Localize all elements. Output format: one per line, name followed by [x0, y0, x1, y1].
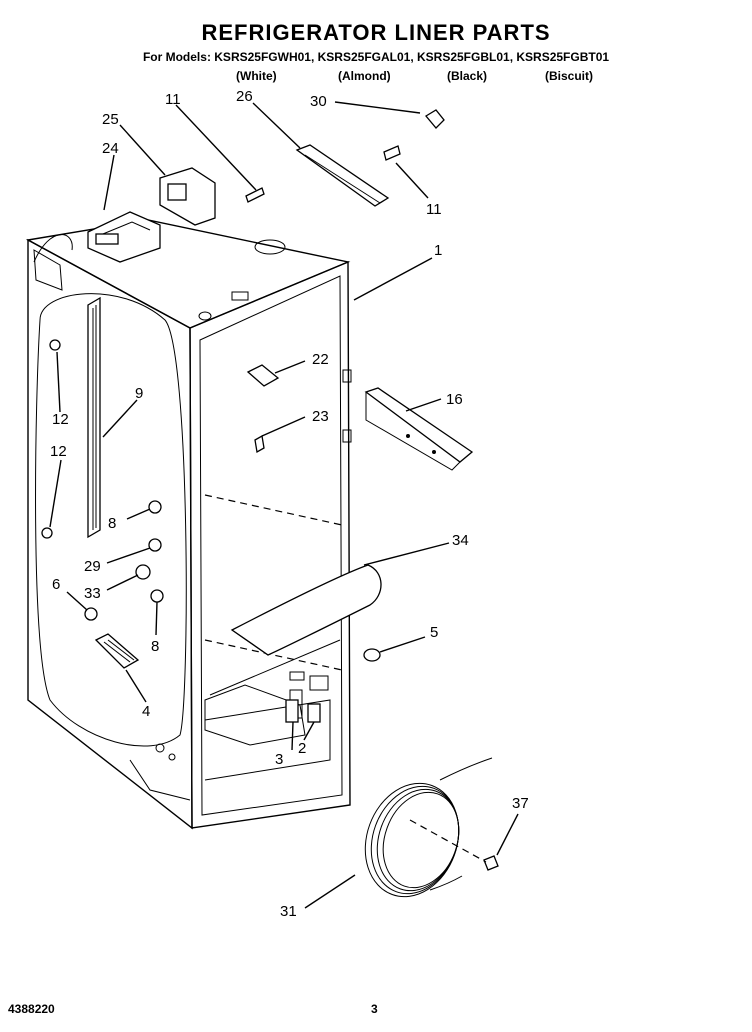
- part-8-socket-upper: [148, 500, 162, 514]
- callout-37: 37: [512, 795, 529, 812]
- part-11-screw-top: [245, 187, 265, 203]
- color-white: (White): [236, 69, 277, 83]
- callout-33: 33: [84, 585, 101, 602]
- part-2-bracket: [307, 703, 321, 723]
- callout-1: 1: [434, 242, 442, 259]
- page-number: 3: [371, 1002, 378, 1016]
- part-11-screw-right: [383, 145, 401, 161]
- callout-2: 2: [298, 740, 306, 757]
- part-12-screw-upper: [49, 339, 61, 351]
- callout-23: 23: [312, 408, 329, 425]
- part-25-cover: [159, 167, 216, 226]
- callout-25: 25: [102, 111, 119, 128]
- part-34-crisper-cover: [230, 564, 382, 656]
- leader-lines: [49, 101, 519, 909]
- part-22-bracket: [246, 364, 280, 387]
- callout-3: 3: [275, 751, 283, 768]
- callout-31: 31: [280, 903, 297, 920]
- page-title: REFRIGERATOR LINER PARTS: [201, 20, 551, 45]
- part-9-light-rail: [87, 296, 101, 539]
- callout-8-upper: 8: [108, 515, 116, 532]
- part-5-grommet: [363, 648, 381, 662]
- callout-8-lower: 8: [151, 638, 159, 655]
- callout-9: 9: [135, 385, 143, 402]
- callout-30: 30: [310, 93, 327, 110]
- part-4-grille: [94, 633, 140, 669]
- part-31-tubing-coil: [364, 757, 493, 898]
- callout-24: 24: [102, 140, 119, 157]
- callout-16: 16: [446, 391, 463, 408]
- callout-29: 29: [84, 558, 101, 575]
- callout-12-lower: 12: [50, 443, 67, 460]
- part-16-shelf-bracket: [364, 387, 474, 471]
- models-line: For Models: KSRS25FGWH01, KSRS25FGAL01, …: [142, 50, 610, 64]
- part-26-bracket: [295, 144, 390, 207]
- callout-6: 6: [52, 576, 60, 593]
- part-8-socket-lower: [150, 589, 164, 603]
- doc-number: 4388220: [8, 1002, 55, 1016]
- part-30-clip: [425, 109, 445, 129]
- part-24-housing: [87, 211, 161, 263]
- color-biscuit: (Biscuit): [545, 69, 593, 83]
- callout-4: 4: [142, 703, 150, 720]
- part-3-bracket: [285, 699, 299, 723]
- color-almond: (Almond): [338, 69, 391, 83]
- callout-5: 5: [430, 624, 438, 641]
- liner-body: [25, 219, 352, 830]
- callout-34: 34: [452, 532, 469, 549]
- part-29-socket: [148, 538, 162, 552]
- part-37-screw: [409, 819, 499, 871]
- callout-labels: 11 26 30 25 24 11 1 22 23 16 9 12 12 8 2…: [50, 88, 529, 920]
- color-black: (Black): [447, 69, 488, 83]
- callout-11-right: 11: [426, 201, 442, 218]
- callout-11-top: 11: [165, 91, 181, 108]
- part-12-screw-lower: [41, 527, 53, 539]
- part-6-socket: [84, 607, 98, 621]
- callout-26: 26: [236, 88, 253, 105]
- callout-12-upper: 12: [52, 411, 69, 428]
- callout-22: 22: [312, 351, 329, 368]
- part-23-screw: [254, 434, 265, 454]
- part-33-bulb: [135, 564, 151, 580]
